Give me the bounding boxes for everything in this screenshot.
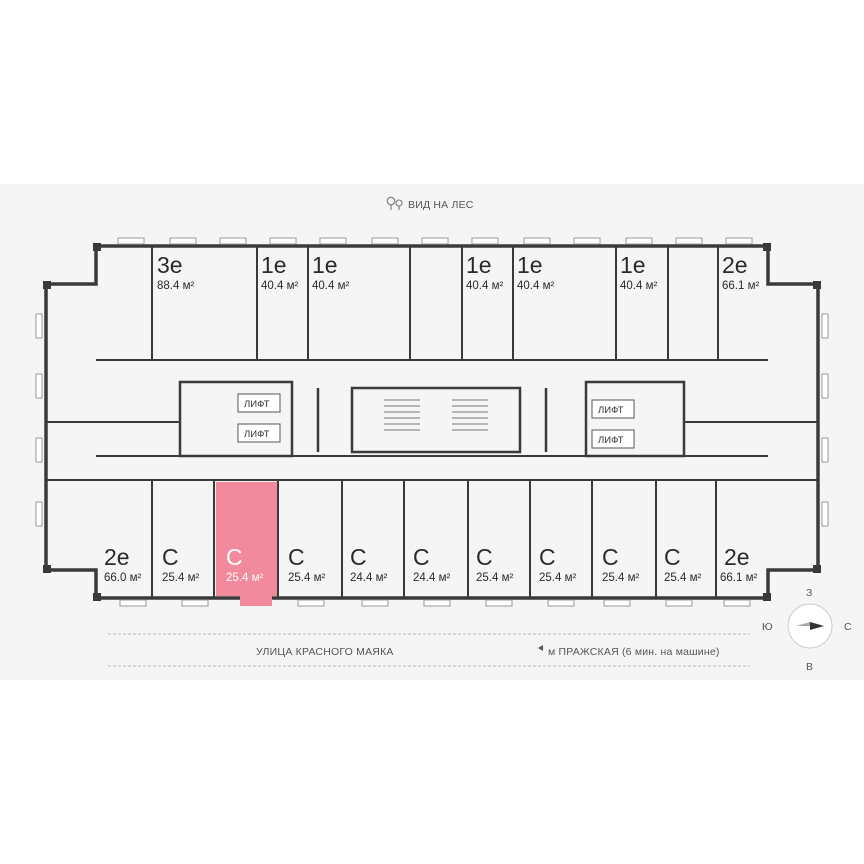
unit[interactable]: С 25.4 м² (476, 544, 513, 584)
unit-area: 25.4 м² (226, 572, 263, 584)
unit-type: С (226, 544, 243, 570)
unit-type: С (162, 544, 179, 570)
unit-area: 66.0 м² (104, 572, 141, 584)
street-label: УЛИЦА КРАСНОГО МАЯКА (256, 646, 394, 658)
lifts: ЛИФТ ЛИФТ ЛИФТ ЛИФТ (237, 393, 635, 449)
unit-area: 40.4 м² (517, 280, 554, 292)
unit[interactable]: 1е 40.4 м² (517, 252, 554, 292)
unit-area: 40.4 м² (312, 280, 349, 292)
compass-top: З (806, 587, 813, 599)
unit-area: 24.4 м² (413, 572, 450, 584)
unit[interactable]: 2е 66.1 м² (720, 544, 757, 584)
view-label-text: ВИД НА ЛЕС (408, 199, 474, 211)
compass-left: Ю (762, 621, 773, 633)
unit[interactable]: С 24.4 м² (350, 544, 387, 584)
unit-area: 88.4 м² (157, 280, 194, 292)
selected-unit-highlight (216, 482, 277, 596)
unit[interactable]: 1е 40.4 м² (620, 252, 657, 292)
compass-bottom: В (806, 661, 813, 673)
unit[interactable]: 1е 40.4 м² (261, 252, 298, 292)
lift-label-1: ЛИФТ (244, 399, 270, 410)
unit-area: 25.4 м² (162, 572, 199, 584)
unit-type: 3е (157, 252, 183, 278)
lift-label-4: ЛИФТ (598, 435, 624, 446)
unit[interactable]: С 25.4 м² (539, 544, 576, 584)
compass-right: С (844, 621, 852, 633)
unit-type: 1е (517, 252, 543, 278)
unit-area: 25.4 м² (476, 572, 513, 584)
unit[interactable]: С 24.4 м² (413, 544, 450, 584)
building-walls (43, 243, 821, 601)
unit-type: С (413, 544, 430, 570)
unit[interactable]: 1е 40.4 м² (312, 252, 349, 292)
unit-type: 2е (724, 544, 750, 570)
lift-label-3: ЛИФТ (598, 405, 624, 416)
tree-icon (386, 196, 403, 210)
unit-type: С (664, 544, 681, 570)
unit-area: 25.4 м² (664, 572, 701, 584)
compass-needle-icon (810, 622, 824, 630)
unit-area: 25.4 м² (602, 572, 639, 584)
lift-label-2: ЛИФТ (244, 429, 270, 440)
metro-label: м ПРАЖСКАЯ (6 мин. на машине) (548, 646, 720, 658)
unit-area: 40.4 м² (261, 280, 298, 292)
unit-type: 1е (620, 252, 646, 278)
unit-area: 25.4 м² (288, 572, 325, 584)
compass: З В Ю С (762, 587, 852, 673)
unit-type: С (602, 544, 619, 570)
unit[interactable]: С 25.4 м² (602, 544, 639, 584)
selected-unit-window (240, 596, 272, 606)
unit-area: 40.4 м² (466, 280, 503, 292)
unit-type: С (288, 544, 305, 570)
unit-type: 2е (722, 252, 748, 278)
unit[interactable]: 1е 40.4 м² (466, 252, 503, 292)
unit-area: 25.4 м² (539, 572, 576, 584)
arrow-left-icon (538, 645, 543, 651)
view-label: ВИД НА ЛЕС (386, 196, 474, 211)
unit-type: 1е (312, 252, 338, 278)
unit-type: 1е (261, 252, 287, 278)
windows (35, 237, 829, 607)
unit[interactable]: 2е 66.1 м² (722, 252, 759, 292)
floor-plan-svg: ВИД НА ЛЕС (35, 196, 852, 673)
unit-type: С (476, 544, 493, 570)
units-bottom: 2е 66.0 м² С 25.4 м² С 25.4 м² С 25.4 м²… (104, 544, 757, 584)
unit-type: С (350, 544, 367, 570)
unit-area: 40.4 м² (620, 280, 657, 292)
units-top: 3е 88.4 м² 1е 40.4 м² 1е 40.4 м² 1е 40.4… (157, 252, 759, 292)
unit-type: 2е (104, 544, 130, 570)
unit-type: 1е (466, 252, 492, 278)
unit-area: 66.1 м² (720, 572, 757, 584)
unit[interactable]: 2е 66.0 м² (104, 544, 141, 584)
unit-type: С (539, 544, 556, 570)
unit-area: 24.4 м² (350, 572, 387, 584)
floor-plan: ВИД НА ЛЕС (0, 184, 864, 680)
unit[interactable]: С 25.4 м² (162, 544, 199, 584)
unit[interactable]: С 25.4 м² (288, 544, 325, 584)
unit[interactable]: С 25.4 м² (664, 544, 701, 584)
unit[interactable]: 3е 88.4 м² (157, 252, 194, 292)
unit-selected[interactable]: С 25.4 м² (226, 544, 263, 584)
unit-area: 66.1 м² (722, 280, 759, 292)
